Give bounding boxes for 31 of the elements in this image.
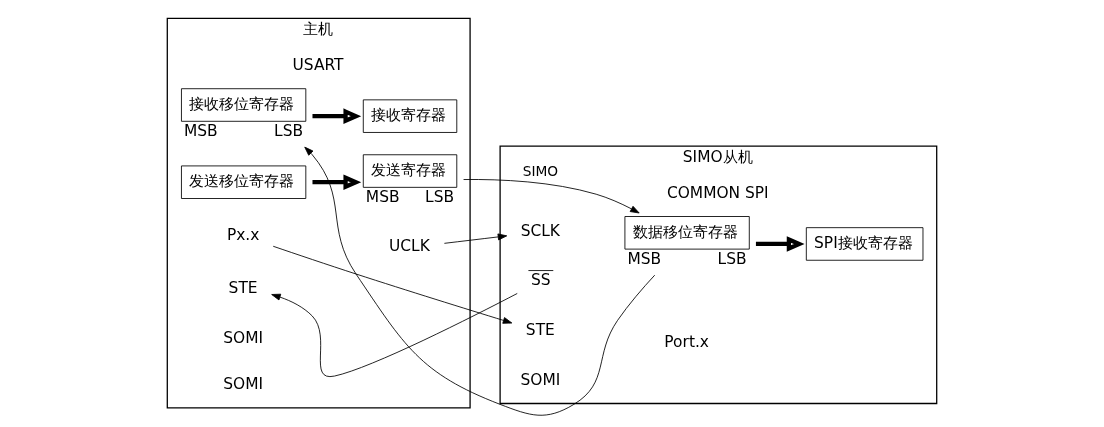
arrow	[312, 174, 362, 190]
arrow	[271, 293, 518, 377]
arrow	[755, 236, 805, 252]
arrow	[312, 108, 362, 124]
node-text: STE	[228, 279, 258, 298]
node-text: STE	[525, 321, 555, 340]
arrow	[443, 233, 508, 244]
node-text: SS	[530, 271, 551, 290]
edge-label: SIMO	[522, 163, 559, 180]
node-label: LSB	[717, 250, 747, 269]
node-label: LSB	[425, 188, 455, 207]
arrow	[272, 245, 513, 324]
node-box: 接收寄存器	[362, 99, 458, 133]
node-label: LSB	[274, 122, 304, 141]
label: Port.x	[664, 333, 709, 352]
node-label: MSB	[365, 188, 400, 207]
node-text: SCLK	[520, 221, 560, 240]
node-box: SPI接收寄存器	[805, 227, 924, 261]
node-label: MSB	[184, 122, 218, 141]
label: SOMI	[520, 370, 561, 389]
node-box: 发送寄存器	[362, 154, 458, 188]
node-text: UCLK	[389, 237, 430, 256]
node-box: 发送移位寄存器	[181, 165, 307, 199]
arrow	[304, 146, 656, 416]
label: SOMI	[223, 328, 264, 347]
node-box: 接收移位寄存器	[181, 88, 307, 122]
label: SOMI	[223, 375, 264, 394]
node-text: Px.x	[226, 226, 260, 245]
node-box: 数据移位寄存器	[624, 216, 750, 250]
arrow	[463, 179, 640, 214]
node-label: MSB	[627, 250, 662, 269]
